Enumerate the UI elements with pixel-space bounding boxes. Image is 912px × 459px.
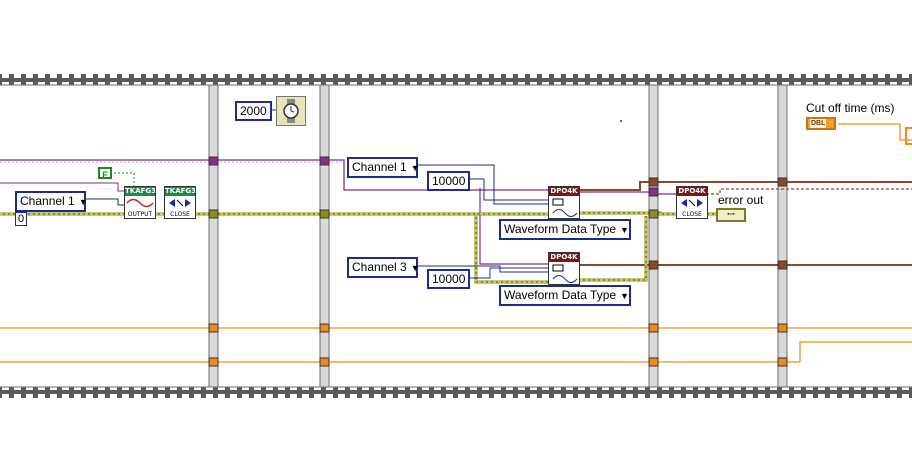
waveform-type-selector-2[interactable]: Waveform Data Type▼: [499, 285, 631, 306]
dpo-close-label: CLOSE: [682, 211, 702, 218]
wait-ms-constant[interactable]: 2000: [235, 101, 272, 121]
close-connection-icon: [169, 199, 191, 207]
dpo-read-subvi-2[interactable]: DPO4K: [548, 252, 580, 285]
cut-off-time-control[interactable]: DBL: [806, 117, 836, 130]
wire-junction: [620, 120, 622, 122]
channel-selector-1-value: Channel 1: [352, 160, 407, 174]
waveform-type-1-value: Waveform Data Type: [504, 222, 617, 236]
channel-selector-3-value: Channel 3: [352, 260, 407, 274]
error-out-indicator[interactable]: ▪▫▪: [716, 208, 746, 222]
cut-off-time-label: Cut off time (ms): [806, 101, 895, 115]
dropdown-arrow-icon: ▼: [410, 162, 420, 173]
close-connection-icon: [681, 199, 703, 207]
sequence-tunnels: [208, 156, 788, 367]
dpo-read-subvi-1[interactable]: DPO4K: [548, 186, 580, 219]
dbl-type-label: DBL: [810, 119, 827, 128]
dropdown-arrow-icon: ▼: [410, 262, 420, 273]
dpo-close-header: DPO4K: [677, 187, 707, 196]
tkafg-output-header: TKAFG3K: [125, 187, 156, 196]
orange-wires: [0, 123, 912, 363]
points-constant-2[interactable]: 10000: [427, 269, 471, 289]
dpo-read-header-2: DPO4K: [549, 253, 579, 262]
zero-constant[interactable]: 0: [15, 212, 28, 226]
tkafg-output-subvi[interactable]: TKAFG3K OUTPUT: [124, 186, 156, 219]
channel-selector-1[interactable]: Channel 1▼: [347, 157, 420, 178]
false-constant[interactable]: F: [98, 167, 112, 180]
tkafg-close-label: CLOSE: [170, 211, 190, 218]
waveform-type-2-value: Waveform Data Type: [504, 288, 617, 302]
wristwatch-icon: [283, 99, 299, 123]
waveform-type-selector-1[interactable]: Waveform Data Type▼: [499, 219, 631, 240]
waveform-read-icon: [552, 264, 578, 283]
channel-selector-3[interactable]: Channel 3▼: [347, 257, 420, 278]
channel-selector-left[interactable]: Channel 1▼: [15, 191, 88, 212]
tkafg-output-label: OUTPUT: [127, 211, 153, 218]
sequence-film-top: [0, 74, 912, 85]
waveform-read-icon: [552, 198, 578, 217]
sine-wave-icon: [126, 198, 154, 208]
blue-wires: [86, 109, 565, 294]
wait-ms-timer[interactable]: [276, 96, 306, 126]
frame-separators: [208, 84, 788, 388]
sequence-film-bottom: [0, 387, 912, 398]
error-out-label: error out: [718, 193, 764, 207]
orange-node-right: [905, 127, 912, 145]
points-constant-1[interactable]: 10000: [427, 171, 471, 191]
dpo-close-subvi[interactable]: DPO4K CLOSE: [676, 186, 708, 219]
dropdown-arrow-icon: ▼: [620, 290, 629, 301]
dropdown-arrow-icon: ▼: [78, 196, 88, 207]
tkafg-close-subvi[interactable]: TKAFG3K CLOSE: [164, 186, 196, 219]
boolean-wire: [114, 172, 135, 188]
dpo-read-header-1: DPO4K: [549, 187, 579, 196]
channel-selector-left-value: Channel 1: [20, 194, 75, 208]
tkafg-close-header: TKAFG3K: [165, 187, 196, 196]
dropdown-arrow-icon: ▼: [620, 224, 629, 235]
